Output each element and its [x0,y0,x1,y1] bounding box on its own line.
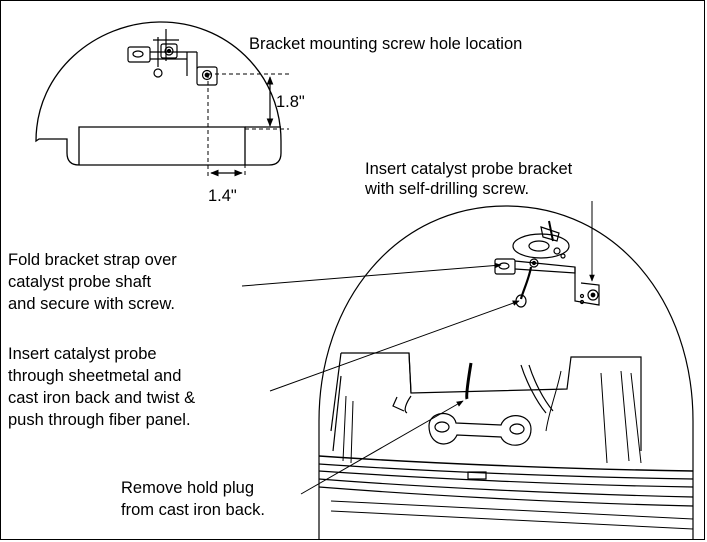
top-dome-recess [78,126,246,165]
callout-insert-probe: Insert catalyst probe through sheetmetal… [8,345,200,429]
leader-fold-strap [241,262,502,287]
leader-lines [241,201,595,495]
perspective-dome-outline [318,205,694,539]
dim-horizontal-label: 1.4" [208,187,237,205]
perspective-view-drawing [318,205,694,539]
top-view-drawing [35,21,289,177]
probe-bracket-assembly [494,220,600,308]
top-bracket [127,29,218,86]
dim-vertical-label: 1.8" [276,93,305,111]
leader-remove-plug [300,400,464,495]
leader-insert-probe [269,300,520,392]
log-grate [428,413,532,446]
callout-insert-bracket: Insert catalyst probe bracket with self-… [364,160,577,198]
top-view-caption: Bracket mounting screw hole location [249,35,522,53]
hearth-rails [319,455,693,472]
callout-fold-strap: Fold bracket strap over catalyst probe s… [8,251,181,313]
dimension-guides [207,73,289,177]
callout-remove-plug: Remove hold plug from cast iron back. [121,479,265,519]
